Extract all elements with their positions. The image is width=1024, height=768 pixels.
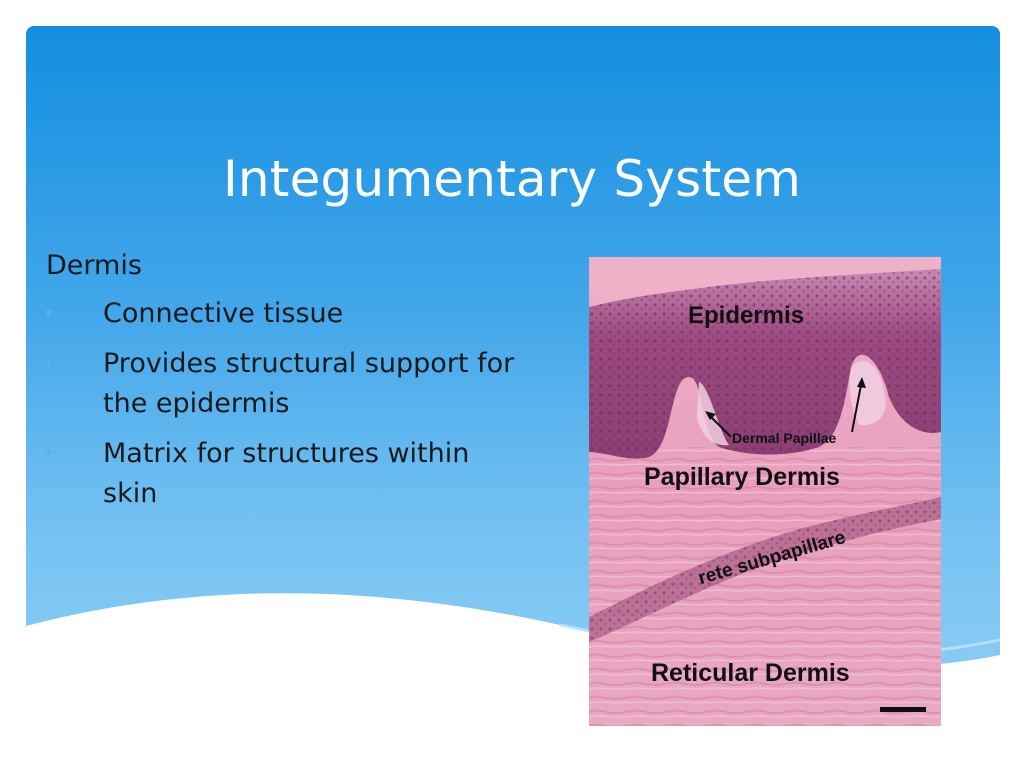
label-papillary-dermis: Papillary Dermis [644, 463, 840, 491]
bullet-item: Connective tissue [46, 294, 526, 334]
label-reticular-dermis: Reticular Dermis [651, 659, 850, 687]
body-text: Dermis Connective tissue Provides struct… [46, 248, 526, 514]
skin-histology-image: Epidermis Dermal Papillae Papillary Derm… [589, 257, 941, 726]
bullet-icon [46, 310, 51, 315]
slide-title: Integumentary System [222, 150, 802, 208]
bullet-item: Provides structural support for the epid… [46, 344, 526, 424]
histology-drawing [589, 257, 941, 726]
section-heading: Dermis [46, 250, 142, 281]
label-dermal-papillae: Dermal Papillae [732, 430, 837, 446]
bullet-icon [46, 450, 51, 455]
label-epidermis: Epidermis [688, 302, 805, 329]
bullet-icon [46, 360, 51, 365]
bullet-item: Matrix for structures within skin [46, 434, 526, 514]
